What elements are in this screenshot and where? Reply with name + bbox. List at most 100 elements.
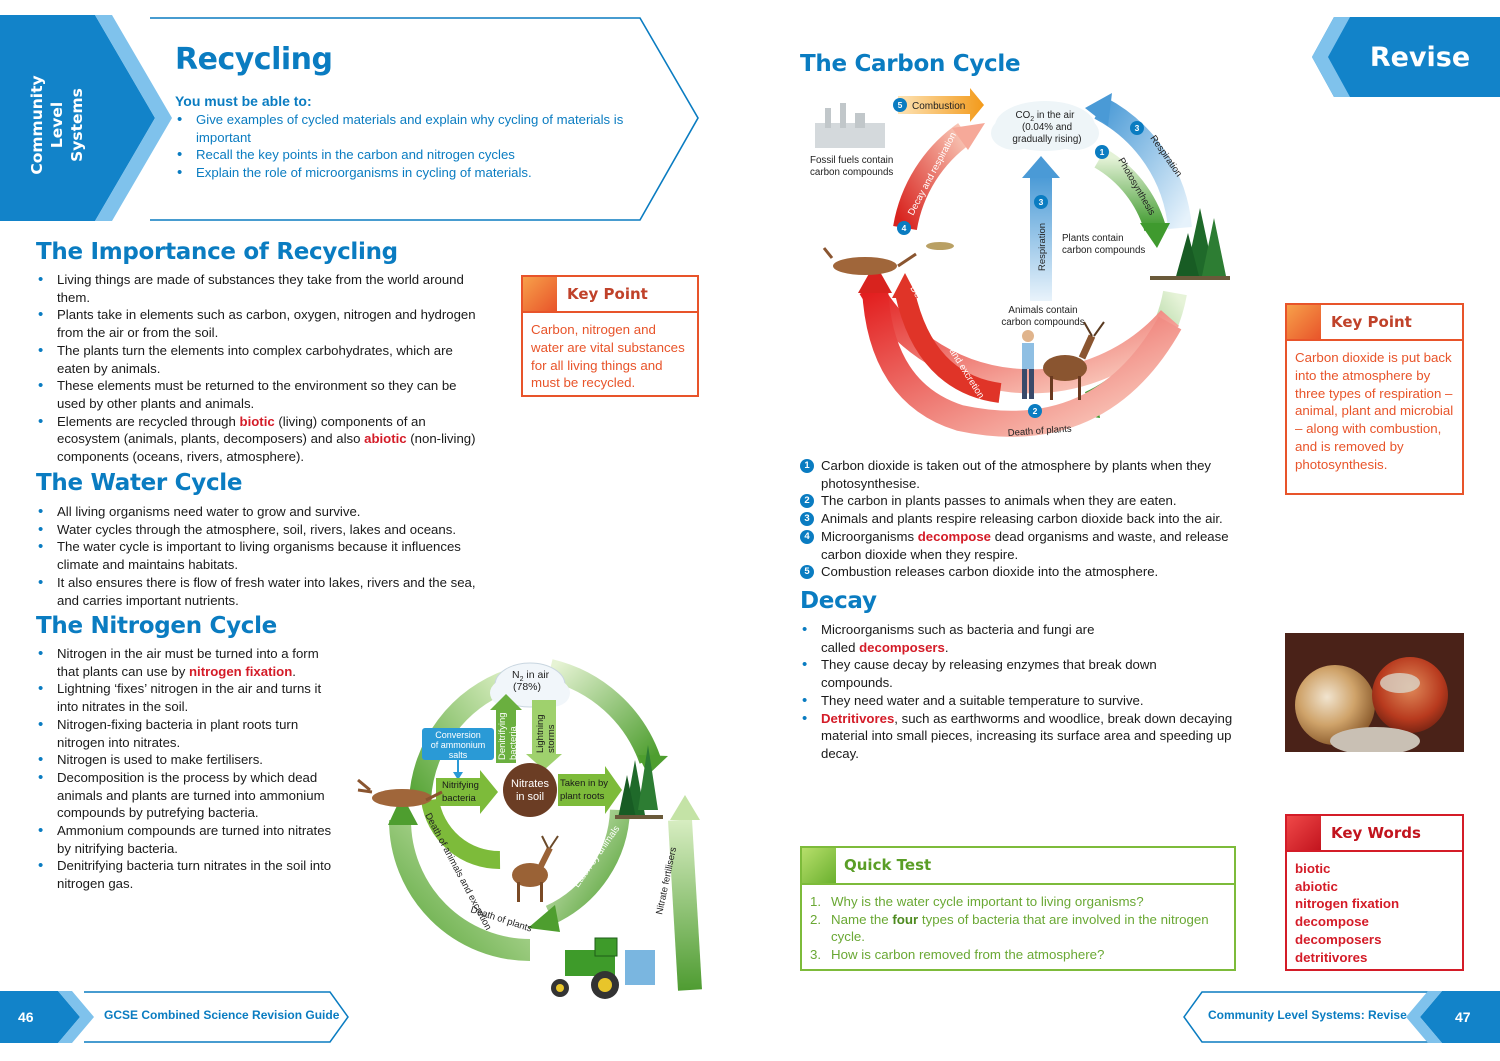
- tractor-icon: [551, 937, 655, 999]
- key-words-title: Key Words: [1331, 824, 1421, 842]
- key-word: decompose: [1295, 914, 1369, 930]
- key-point-text: Carbon, nitrogen and water are vital sub…: [531, 322, 685, 391]
- number-badge: 1: [800, 459, 814, 473]
- list-item: Nitrogen-fixing bacteria in plant roots …: [36, 716, 341, 751]
- carbon-heading: The Carbon Cycle: [800, 51, 1021, 77]
- key-point-box: Key Point Carbon, nitrogen and water are…: [521, 275, 699, 397]
- decay-arrow: [893, 123, 973, 231]
- arc-eaten: [545, 809, 630, 925]
- number-badge: 5: [898, 100, 903, 110]
- objective-item: Explain the role of microorganisms in cy…: [175, 164, 655, 182]
- n2-percent: (78%): [513, 681, 541, 693]
- arc-death-plants: [389, 819, 531, 961]
- list-item: They cause decay by releasing enzymes th…: [800, 656, 1160, 691]
- page-number-left: 46: [18, 1009, 34, 1025]
- keyword-decomposers: decomposers: [859, 639, 945, 655]
- question-item: 1. Why is the water cycle important to li…: [810, 893, 1226, 911]
- list-item: 2 The carbon in plants passes to animals …: [800, 492, 1240, 510]
- footer-left-shape: [0, 991, 349, 1043]
- number-badge: 4: [902, 223, 907, 233]
- nitrogen-heading: The Nitrogen Cycle: [36, 613, 277, 639]
- dead-deer-icon: [822, 242, 954, 275]
- co2-label: CO2 in the air: [1016, 110, 1076, 123]
- list-item: Ammonium compounds are turned into nitra…: [36, 822, 341, 857]
- respiration-arrow: [1094, 97, 1192, 230]
- objective-item: Give examples of cycled materials and ex…: [175, 111, 655, 146]
- text-run: The carbon in plants passes to animals w…: [821, 493, 1177, 509]
- keyword-decompose: decompose: [917, 528, 992, 544]
- list-item: Microorganisms such as bacteria and fung…: [800, 621, 1130, 656]
- question-number: 1.: [810, 894, 822, 909]
- key-point-title: Key Point: [1331, 313, 1412, 331]
- key-word: decomposers: [1295, 931, 1382, 947]
- importance-heading: The Importance of Recycling: [36, 239, 398, 265]
- footer-right-shape: [1183, 991, 1500, 1043]
- page-number-right: 47: [1455, 1009, 1471, 1025]
- keyword-four: four: [892, 911, 919, 927]
- text-run: (non-living) components (oceans, rivers,…: [57, 431, 476, 465]
- key-word: detritivores: [1295, 949, 1368, 965]
- revise-tab-shape: [1312, 17, 1500, 97]
- text-run: types of bacteria that are involved in t…: [831, 911, 1209, 945]
- factory-icon: [815, 103, 885, 148]
- text-run: Microorganisms: [821, 528, 918, 544]
- cloud-icon: [991, 101, 1099, 151]
- keyword-abiotic: abiotic: [364, 431, 407, 447]
- n2-label: N2 in air: [512, 669, 550, 683]
- page-title: Recycling: [175, 42, 333, 77]
- death-plants-arrow: [859, 282, 1180, 394]
- co2-trend: gradually rising): [1012, 134, 1081, 145]
- number-badge: 5: [800, 565, 814, 580]
- key-point-tab-icon: [523, 277, 557, 311]
- respiration-center-label: Respiration: [1037, 223, 1048, 271]
- list-item: Nitrogen is used to make fertilisers.: [36, 751, 341, 769]
- number-badge: 3: [1135, 123, 1140, 133]
- list-item: It also ensures there is flow of fresh w…: [36, 574, 481, 609]
- objectives-subtitle: You must be able to:: [175, 93, 312, 109]
- question-item: 3. How is carbon removed from the atmosph…: [810, 946, 1226, 964]
- nitrates-circle: [503, 763, 557, 817]
- footer-left-text: GCSE Combined Science Revision Guide: [104, 1008, 340, 1022]
- text-run: dead organisms and waste, and release ca…: [821, 528, 1229, 562]
- key-words-tab-icon: [1287, 816, 1321, 850]
- photosynthesis-arrow: [1094, 148, 1166, 232]
- text-run: Elements are recycled through: [57, 413, 240, 429]
- list-item: Lightning ‘fixes’ nitrogen in the air an…: [36, 680, 341, 715]
- arc-fertiliser: [668, 819, 702, 991]
- list-item: Water cycles through the atmosphere, soi…: [36, 521, 481, 539]
- lightning-label: Lightningstorms: [535, 714, 557, 753]
- water-heading: The Water Cycle: [36, 470, 243, 496]
- list-item: Living things are made of substances the…: [36, 271, 476, 306]
- side-tab-line1: Community Level: [28, 75, 66, 175]
- quick-test-tab-icon: [802, 848, 836, 883]
- key-words-box: Key Words biotic abiotic nitrogen fixati…: [1285, 814, 1464, 971]
- list-item: Plants take in elements such as carbon, …: [36, 306, 476, 341]
- text-run: , such as earthworms and woodlice, break…: [821, 710, 1233, 761]
- objective-item: Recall the key points in the carbon and …: [175, 146, 655, 164]
- list-item: Decomposition is the process by which de…: [36, 769, 341, 822]
- text-run: Nitrogen in the air must be turned into …: [57, 646, 319, 679]
- text-run: (living) components of an ecosystem (ani…: [57, 413, 426, 447]
- question-number: 3.: [810, 947, 822, 963]
- key-word: biotic: [1295, 861, 1331, 876]
- text-run: How is carbon removed from the atmospher…: [831, 947, 1105, 963]
- decay-heading: Decay: [800, 588, 877, 614]
- text-run: Why is the water cycle important to livi…: [831, 894, 1144, 909]
- arc-inner: [421, 798, 501, 870]
- key-word: abiotic: [1295, 878, 1338, 894]
- list-item: The water cycle is important to living o…: [36, 538, 481, 573]
- key-point-text: Carbon dioxide is put back into the atmo…: [1295, 350, 1454, 472]
- quick-test-box: Quick Test 1.Why is the water cycle impo…: [800, 846, 1236, 971]
- number-badge: 2: [1033, 406, 1038, 416]
- decay-list: Microorganisms such as bacteria and fung…: [800, 621, 1240, 763]
- side-tab-line2: Systems: [68, 88, 86, 162]
- number-badge: 2: [800, 494, 814, 509]
- text-run: .: [292, 663, 296, 679]
- trees-icon: [615, 745, 663, 819]
- side-tab: Community Level Systems: [22, 40, 92, 190]
